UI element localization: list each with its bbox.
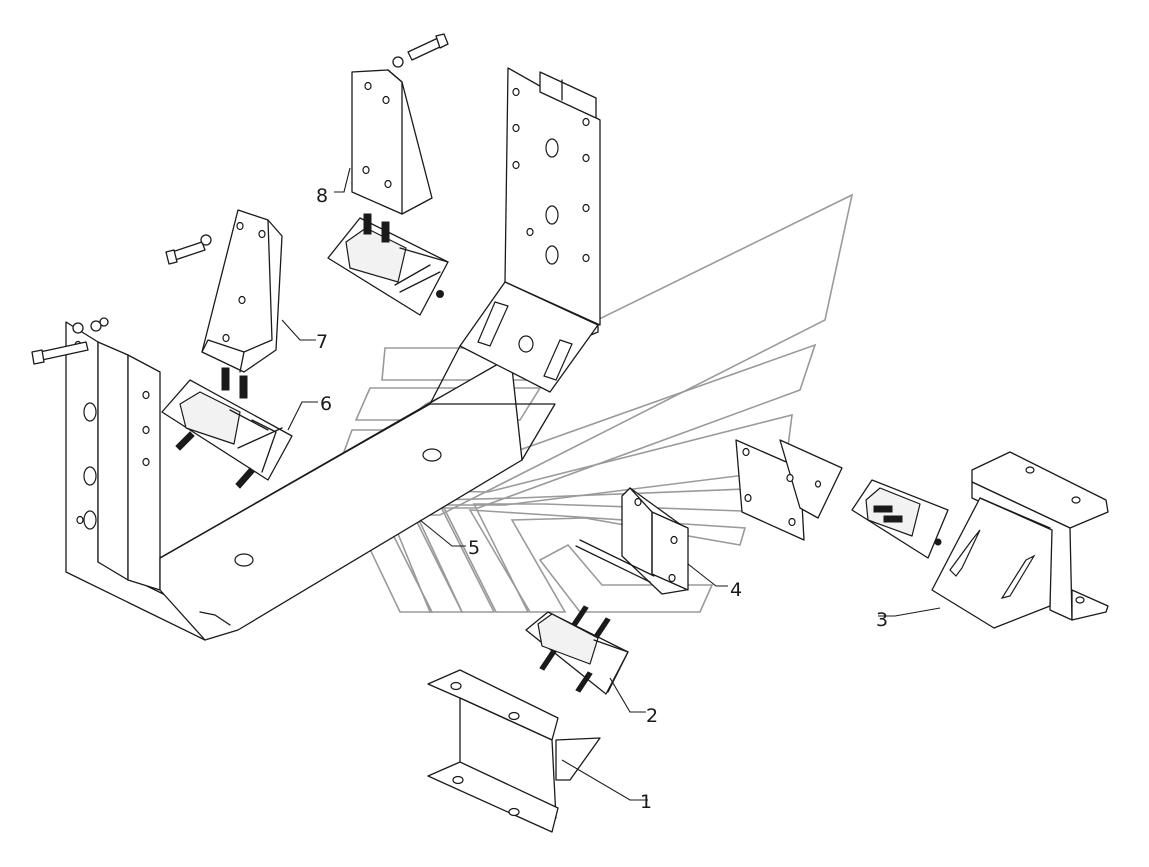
callout-7: 7 xyxy=(316,331,328,353)
frame-cross-member xyxy=(31,67,601,641)
mount-plate-right xyxy=(735,439,843,541)
callout-8: 8 xyxy=(316,185,328,207)
rubber-mount-left xyxy=(161,367,293,489)
rubber-mount-right xyxy=(851,479,949,559)
lower-mount-bracket xyxy=(427,669,601,833)
callout-1: 1 xyxy=(640,791,652,813)
side-support-bracket xyxy=(931,451,1109,629)
rubber-mount-lower xyxy=(525,605,629,695)
vertical-bracket-middle xyxy=(165,209,283,373)
callout-3: 3 xyxy=(876,609,888,631)
rubber-mount-upper xyxy=(327,213,449,316)
callout-6: 6 xyxy=(320,393,332,415)
vertical-bracket-upper xyxy=(351,33,449,215)
callout-4: 4 xyxy=(730,579,742,601)
callout-2: 2 xyxy=(646,705,658,727)
angle-bracket xyxy=(575,487,689,595)
callout-5: 5 xyxy=(468,537,480,559)
leader-lines xyxy=(281,167,941,801)
